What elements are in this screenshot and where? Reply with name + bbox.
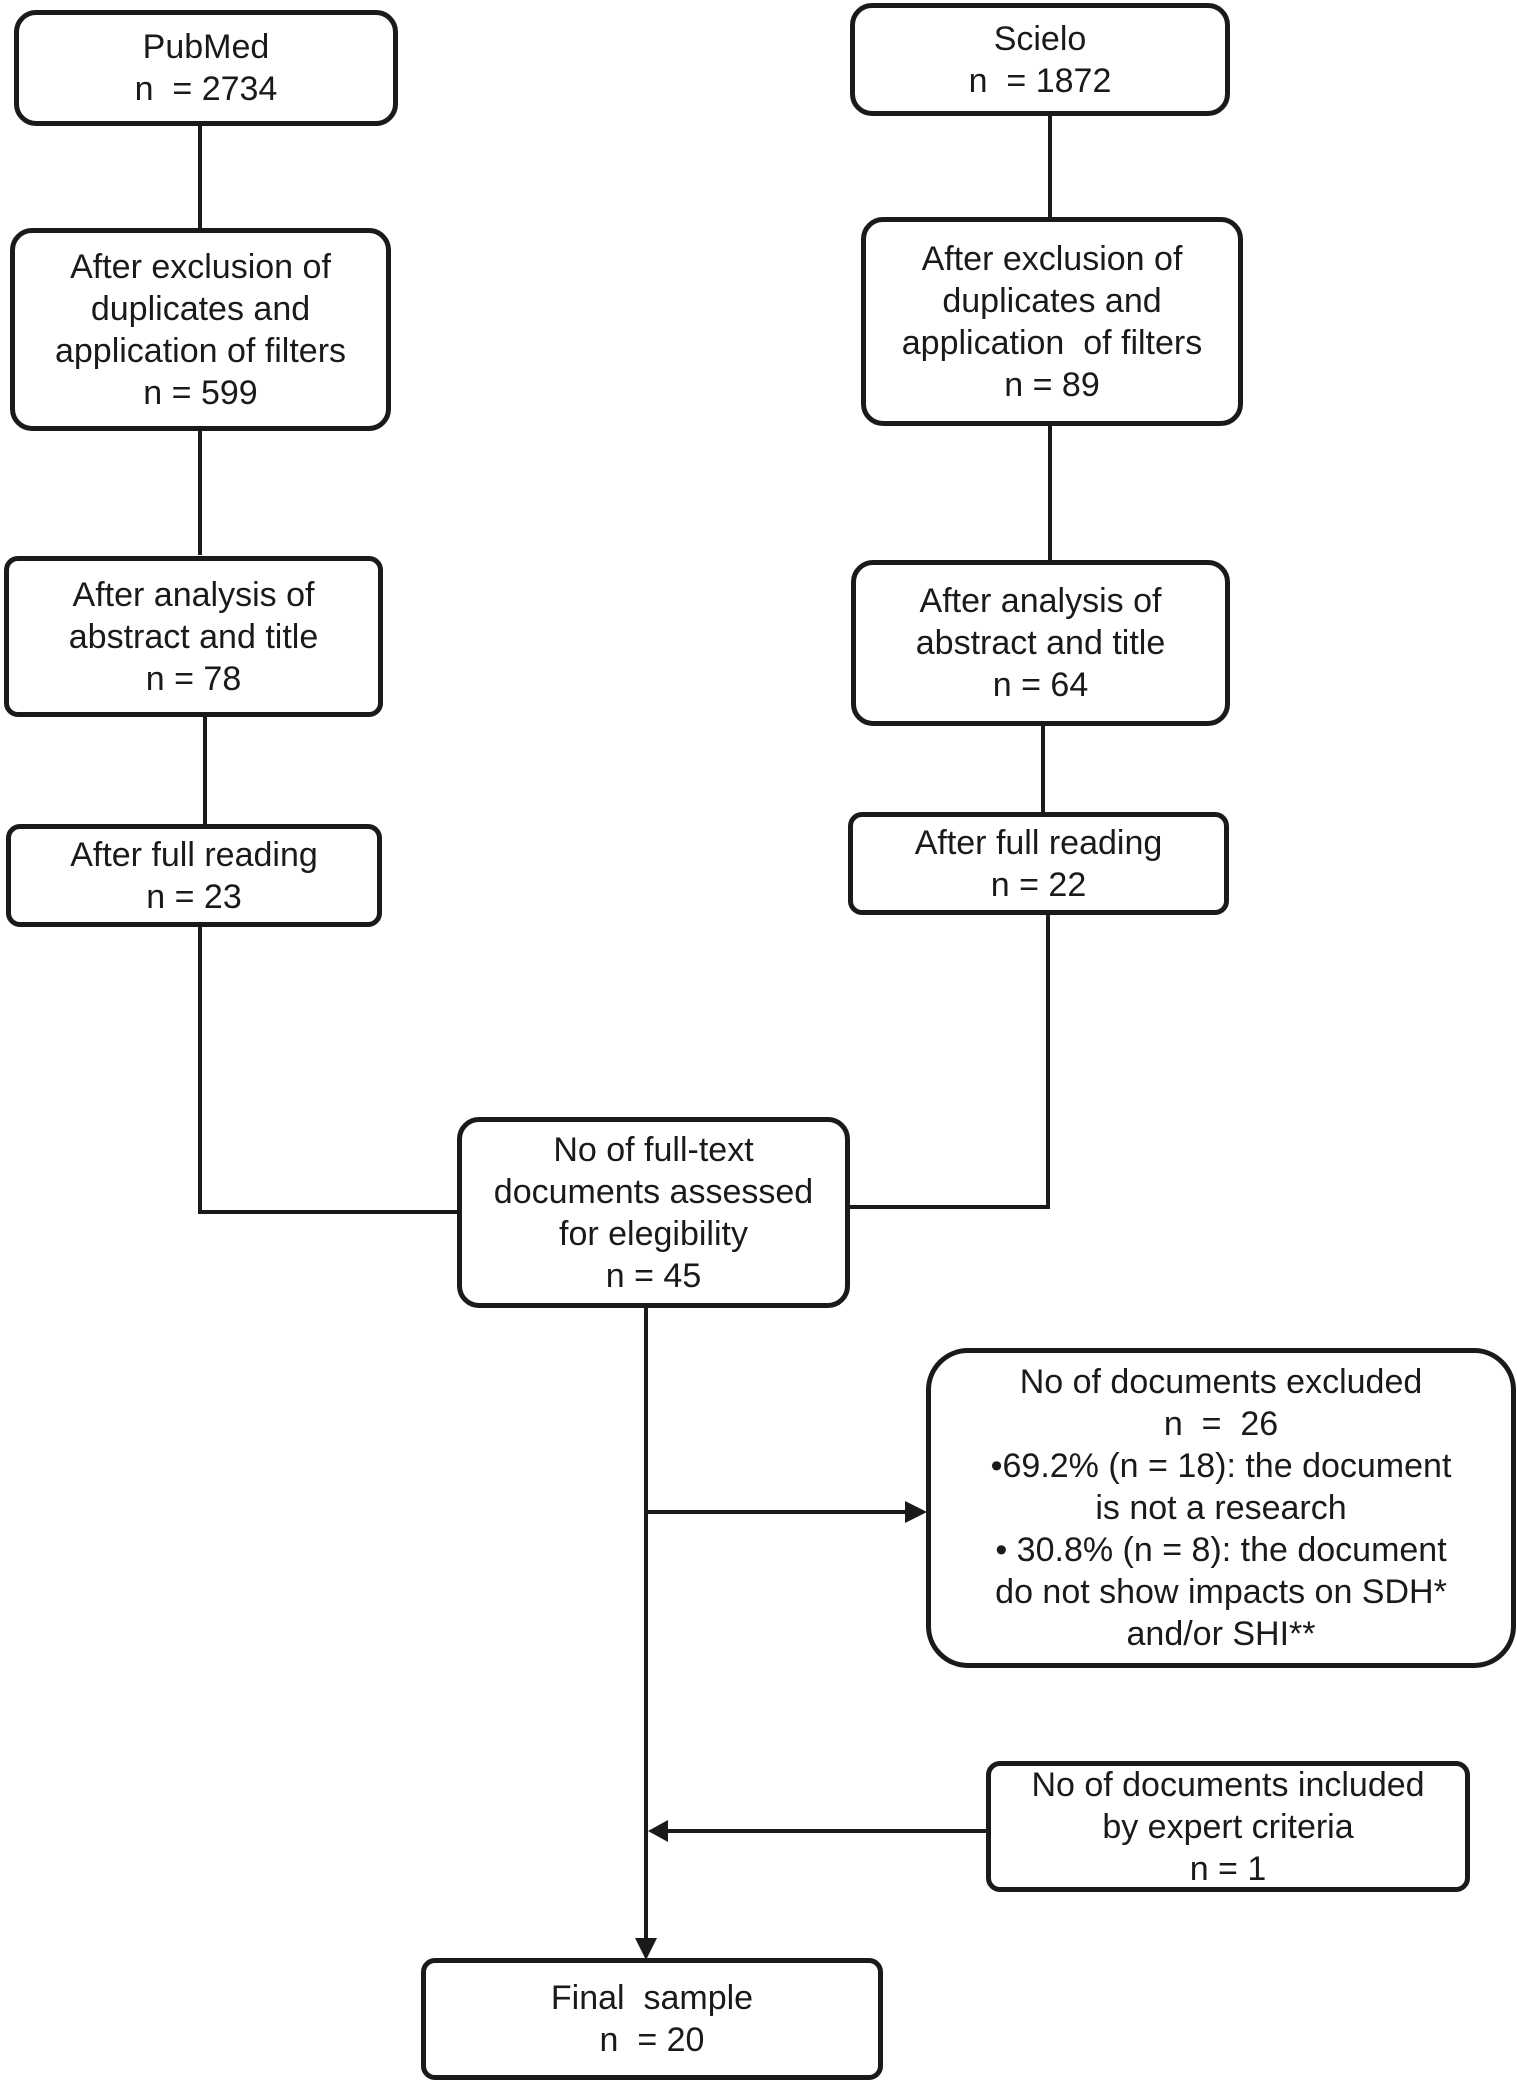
pubmed-abstract-line: After analysis of (72, 575, 315, 614)
excluded-bullet-2-line: and/or SHI** (1126, 1615, 1316, 1653)
scielo-source-box: Scielo n = 1872 (850, 3, 1230, 116)
pubmed-filters-count: n = 599 (143, 373, 258, 412)
arrowhead-included (648, 1820, 668, 1842)
scielo-filters-count: n = 89 (1004, 365, 1100, 404)
assessed-count: n = 45 (605, 1256, 702, 1295)
pubmed-filters-line: After exclusion of (70, 247, 331, 286)
excluded-count: n = 26 (1163, 1405, 1279, 1443)
assessed-line: for elegibility (559, 1214, 748, 1253)
scielo-source-count: n = 1872 (968, 61, 1112, 100)
pubmed-full-reading-label: After full reading (70, 835, 318, 874)
connector-pubmed-to-assessed (198, 926, 457, 1214)
final-sample-count: n = 20 (599, 2021, 705, 2059)
scielo-filters-line: After exclusion of (921, 239, 1183, 278)
excluded-title: No of documents excluded (1019, 1363, 1423, 1401)
included-line: No of documents included (1031, 1765, 1425, 1804)
pubmed-source-count: n = 2734 (134, 70, 278, 108)
scielo-abstract-count: n = 64 (992, 666, 1089, 704)
pubmed-abstract-count: n = 78 (145, 659, 242, 698)
scielo-full-reading-count: n = 22 (990, 865, 1087, 904)
scielo-filters-line: duplicates and (942, 281, 1162, 320)
pubmed-source-box: PubMed n = 2734 (14, 10, 398, 126)
assessed-line: No of full-text (553, 1130, 754, 1169)
pubmed-filters-line: application of filters (54, 331, 347, 370)
scielo-filters-line: application of filters (901, 323, 1203, 362)
included-box: No of documents included by expert crite… (986, 1761, 1470, 1892)
scielo-full-reading-box: After full reading n = 22 (848, 812, 1229, 915)
final-sample-label: Final sample (550, 1979, 754, 2017)
pubmed-filters-box: After exclusion of duplicates and applic… (10, 228, 391, 431)
excluded-bullet-1-line: •69.2% (n = 18): the document (990, 1447, 1452, 1485)
scielo-abstract-line: abstract and title (915, 624, 1166, 662)
included-count: n = 1 (1189, 1849, 1267, 1888)
excluded-box: No of documents excluded n = 26 •69.2% (… (926, 1348, 1516, 1668)
pubmed-full-reading-count: n = 23 (146, 877, 242, 916)
final-sample-box: Final sample n = 20 (421, 1958, 883, 2080)
connector-scielo-to-assessed (848, 914, 1050, 1209)
scielo-abstract-box: After analysis of abstract and title n =… (851, 560, 1230, 726)
pubmed-abstract-line: abstract and title (68, 617, 319, 656)
pubmed-full-reading-box: After full reading n = 23 (6, 824, 382, 927)
scielo-full-reading-label: After full reading (914, 823, 1163, 862)
excluded-bullet-2-line: do not show impacts on SDH* (995, 1573, 1447, 1611)
assessed-box: No of full-text documents assessed for e… (457, 1117, 850, 1308)
scielo-abstract-line: After analysis of (919, 582, 1162, 620)
scielo-source-name: Scielo (993, 19, 1087, 58)
assessed-line: documents assessed (493, 1172, 814, 1211)
excluded-bullet-1-line: is not a research (1095, 1489, 1347, 1527)
included-line: by expert criteria (1102, 1807, 1354, 1846)
arrowhead-final (635, 1938, 657, 1960)
pubmed-abstract-box: After analysis of abstract and title n =… (4, 556, 383, 717)
scielo-filters-box: After exclusion of duplicates and applic… (861, 217, 1243, 426)
excluded-bullet-2-line: • 30.8% (n = 8): the document (995, 1531, 1447, 1569)
arrowhead-excluded (905, 1501, 927, 1523)
pubmed-filters-line: duplicates and (90, 289, 311, 328)
pubmed-source-name: PubMed (142, 28, 270, 66)
